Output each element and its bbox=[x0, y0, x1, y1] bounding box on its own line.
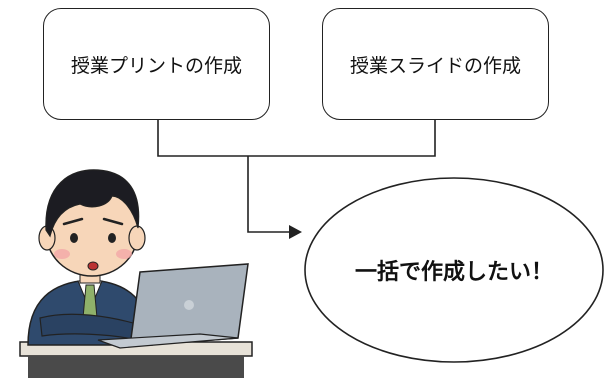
box-lesson-handout-label: 授業プリントの作成 bbox=[70, 54, 242, 77]
arrow-line bbox=[247, 156, 292, 233]
box-lesson-slides: 授業スライドの作成 bbox=[322, 8, 549, 120]
laptop-icon bbox=[97, 263, 249, 349]
bracket-line bbox=[157, 120, 436, 157]
bubble-text: 一括で作成したい！ bbox=[305, 240, 603, 300]
box-lesson-slides-label: 授業スライドの作成 bbox=[349, 54, 521, 77]
worried-person-icon bbox=[19, 169, 253, 378]
box-lesson-handout: 授業プリントの作成 bbox=[43, 8, 270, 120]
desk-front bbox=[28, 356, 244, 378]
bubble-label: 一括で作成したい！ bbox=[354, 260, 553, 285]
thought-bubble bbox=[304, 177, 604, 363]
arrow-head-icon bbox=[289, 225, 302, 239]
